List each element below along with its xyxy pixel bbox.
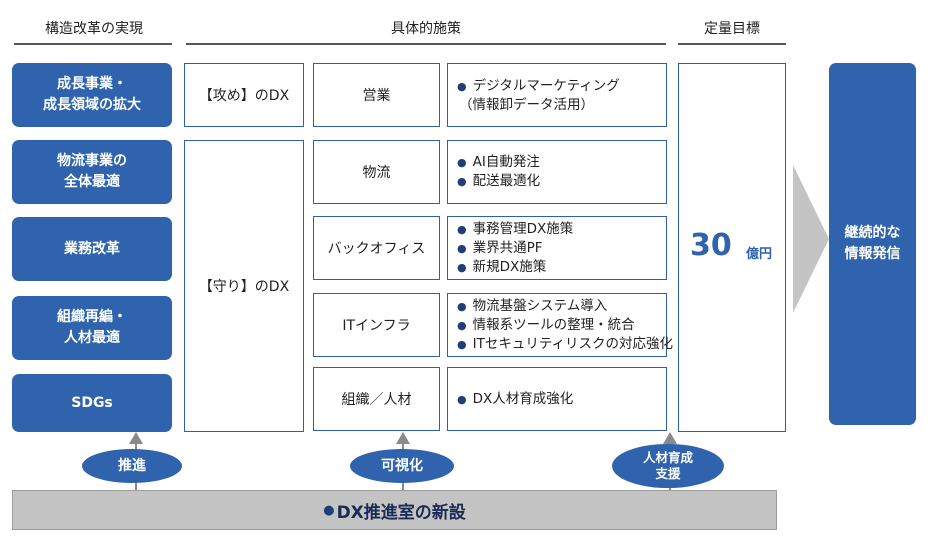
arrow-up-icon xyxy=(129,432,143,444)
measures-organization: DX人材育成強化 xyxy=(447,367,667,431)
arrow-up-icon xyxy=(663,432,677,444)
measures-sales: デジタルマーケティング （情報卸データ活用） xyxy=(447,63,667,127)
reform-business-process: 業務改革 xyxy=(12,217,172,281)
dx-defense-box: 【守り】のDX xyxy=(184,140,304,432)
list-item: デジタルマーケティング xyxy=(457,77,666,96)
reform-sdgs: SDGs xyxy=(12,374,172,432)
header-quant-target: 定量目標 xyxy=(704,21,760,37)
support-promotion: 推進 xyxy=(82,449,182,483)
area-it-infra: ITインフラ xyxy=(313,293,440,357)
list-item: 新規DX施策 xyxy=(457,258,666,277)
reform-logistics-optimization: 物流事業の 全体最適 xyxy=(12,140,172,204)
header-specific-measures: 具体的施策 xyxy=(391,21,461,37)
dx-office-label: DX推進室の新設 xyxy=(336,502,466,523)
list-item: 情報系ツールの整理・統合 xyxy=(457,316,666,335)
reform-growth-business: 成長事業・ 成長領域の拡大 xyxy=(12,63,172,127)
list-item: ITセキュリティリスクの対応強化 xyxy=(457,335,673,354)
target-value: 30 xyxy=(690,228,732,263)
header-underline-measures xyxy=(186,43,666,45)
dx-office-bar: ● DX推進室の新設 xyxy=(12,490,777,530)
list-item: 物流基盤システム導入 xyxy=(457,297,666,316)
header-underline-reform xyxy=(14,43,172,45)
measures-it-infra: 物流基盤システム導入 情報系ツールの整理・統合 ITセキュリティリスクの対応強化 xyxy=(447,293,673,357)
dx-offense-box: 【攻め】のDX xyxy=(184,63,304,127)
list-item: DX人材育成強化 xyxy=(457,390,666,409)
measures-back-office: 事務管理DX施策 業界共通PF 新規DX施策 xyxy=(447,216,667,280)
list-item-sub: （情報卸データ活用） xyxy=(459,96,594,113)
list-item: 配送最適化 xyxy=(457,172,666,191)
list-item: 業界共通PF xyxy=(457,239,666,258)
outcome-box: 継続的な 情報発信 xyxy=(829,63,916,425)
support-visualization: 可視化 xyxy=(350,449,454,483)
bullet-icon: ● xyxy=(323,502,335,518)
list-item: AI自動発注 xyxy=(457,153,666,172)
area-sales: 営業 xyxy=(313,63,440,127)
header-structural-reform: 構造改革の実現 xyxy=(45,21,143,37)
area-back-office: バックオフィス xyxy=(313,216,440,280)
quant-target-box xyxy=(678,63,786,432)
arrow-up-icon xyxy=(396,432,410,444)
support-talent: 人材育成 支援 xyxy=(612,444,724,488)
measures-logistics: AI自動発注 配送最適化 xyxy=(447,140,667,204)
list-item: 事務管理DX施策 xyxy=(457,220,666,239)
area-logistics: 物流 xyxy=(313,140,440,204)
flow-arrow-icon xyxy=(793,165,829,313)
area-organization-talent: 組織／人材 xyxy=(313,367,440,431)
reform-organization: 組織再編・ 人材最適 xyxy=(12,296,172,360)
header-underline-target xyxy=(678,43,786,45)
target-unit: 億円 xyxy=(746,247,773,262)
